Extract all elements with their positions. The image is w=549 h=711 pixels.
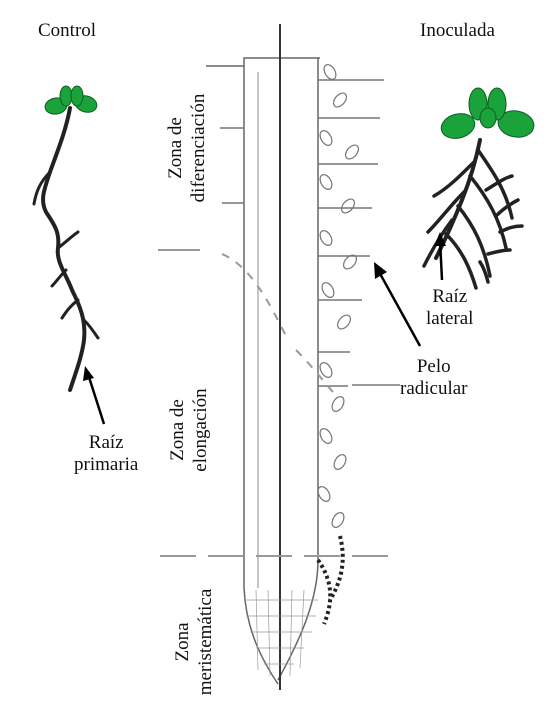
zone-meristematic-label: Zona meristemática [171,577,219,707]
zone-differentiation-line2: diferenciación [187,68,210,228]
primary-root-label-line1: Raíz [74,432,138,454]
control-primary-root [43,108,84,390]
inoculated-leaves [438,88,536,142]
zone-elongation-line2: elongación [189,360,212,500]
primary-root-label-line2: primaria [74,454,138,476]
root-section [206,24,384,690]
zone-meristematic-line2: meristemática [194,577,217,707]
control-label: Control [38,20,96,42]
zone-elongation-label: Zona de elongación [166,360,214,500]
lateral-root-label-line2: lateral [426,308,473,330]
root-hair-label: Pelo radicular [400,356,468,400]
lateral-root-label-line1: Raíz [426,286,473,308]
zone-differentiation-label: Zona de diferenciación [164,68,212,228]
zone-differentiation-line1: Zona de [164,68,187,228]
control-plant [34,86,99,390]
lateral-root-label: Raíz lateral [426,286,473,330]
root-hair-label-line1: Pelo [400,356,468,378]
primary-root-label: Raíz primaria [74,432,138,476]
inoculated-label: Inoculada [420,20,495,42]
zone-meristematic-line1: Zona [171,577,194,707]
root-hair-label-line2: radicular [400,378,468,400]
zone-elongation-line1: Zona de [166,360,189,500]
